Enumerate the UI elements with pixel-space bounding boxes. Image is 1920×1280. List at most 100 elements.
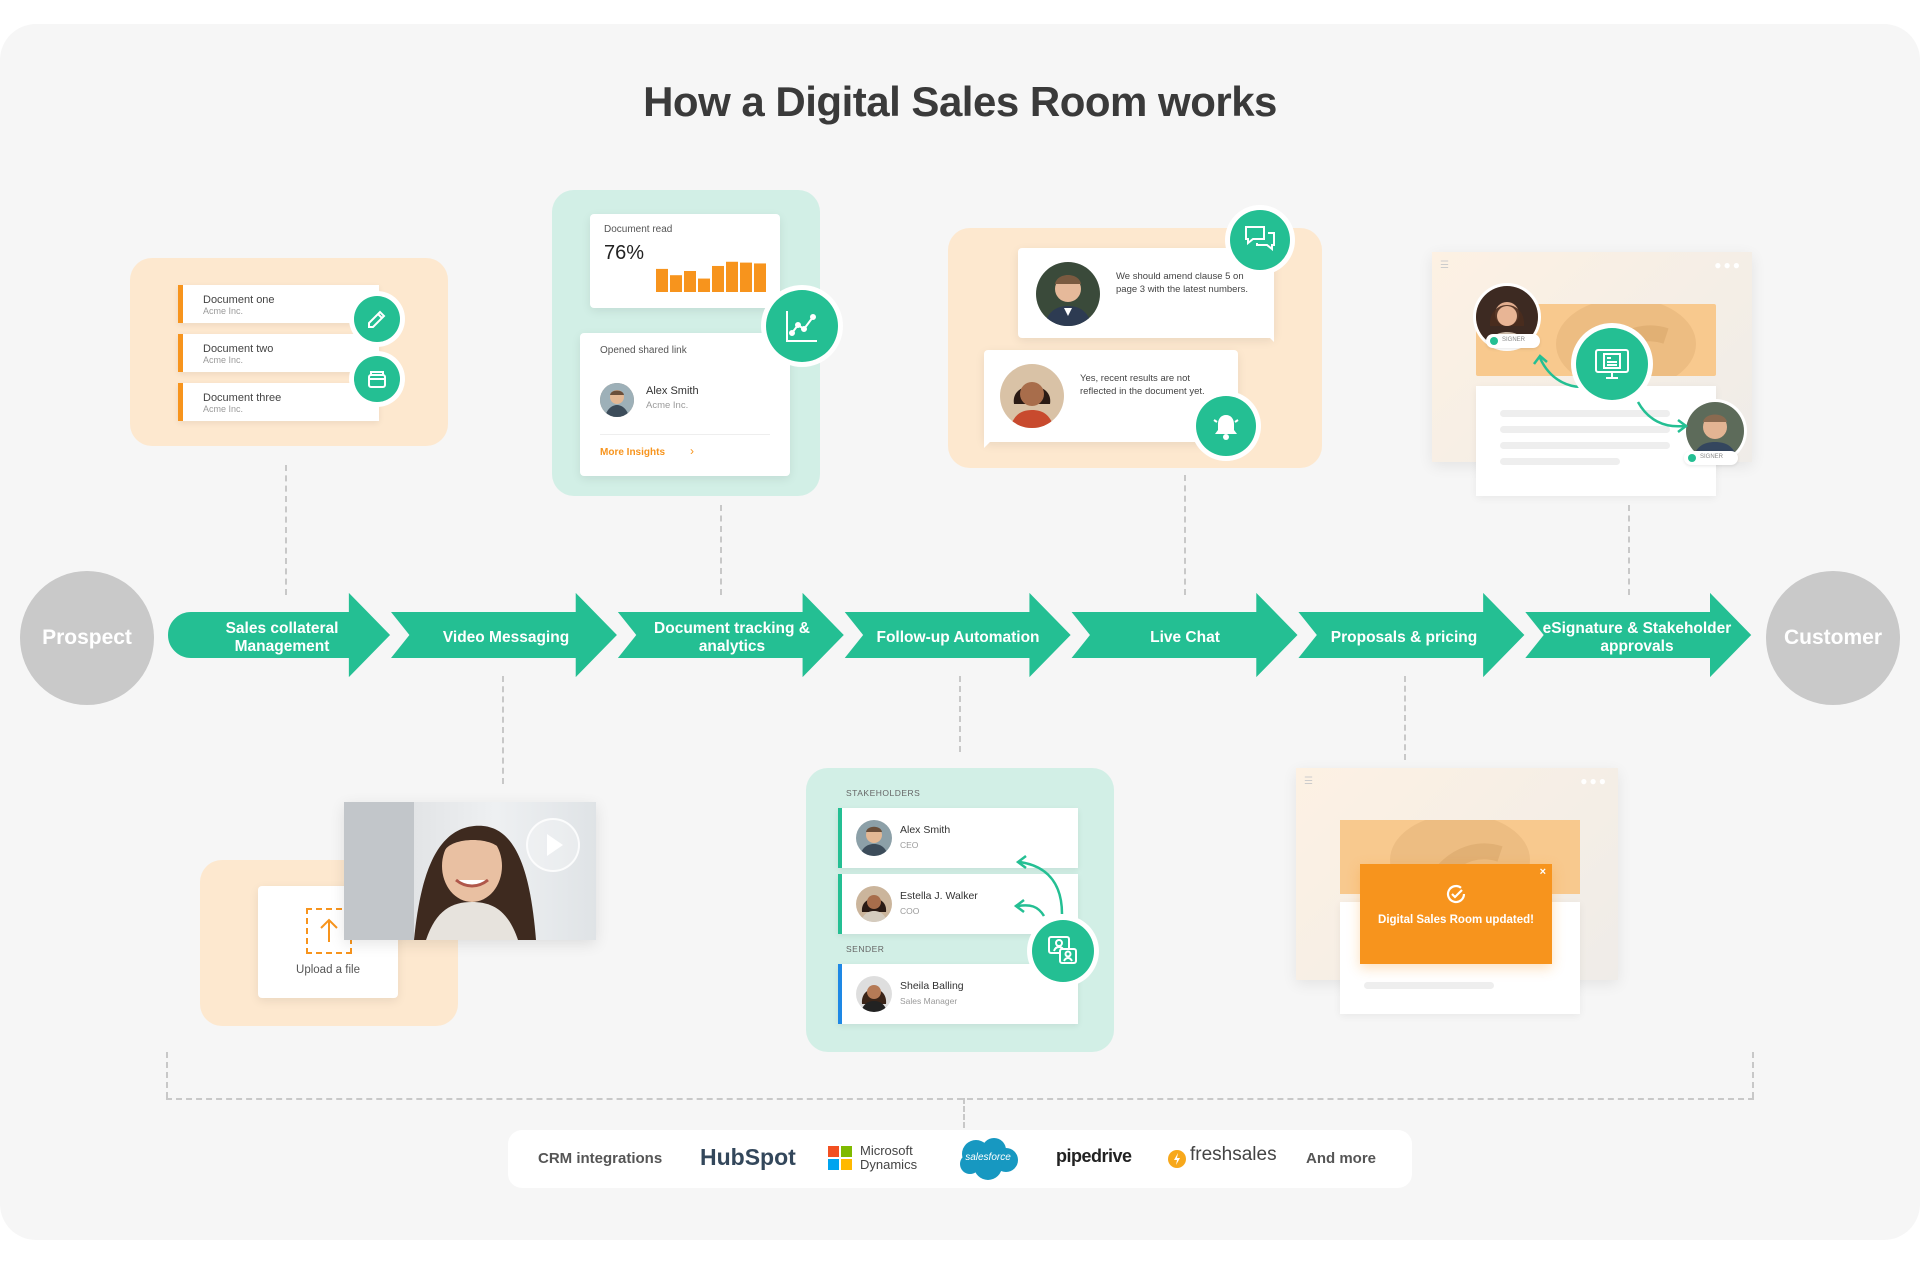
page-title: How a Digital Sales Room works xyxy=(643,78,1277,125)
sender-row[interactable]: Sheila Balling Sales Manager xyxy=(838,964,1078,1024)
menu-icon: ☰ xyxy=(1440,260,1449,271)
stage-document-tracking: Document tracking & analytics xyxy=(654,620,810,655)
document-read-value: 76% xyxy=(604,242,645,264)
microsoft-logo-icon xyxy=(828,1146,852,1170)
more-insights-link[interactable]: More Insights xyxy=(600,447,666,458)
stage-esignature: eSignature & Stakeholder approvals xyxy=(1542,620,1732,655)
menu-icon: ☰ xyxy=(1304,776,1313,787)
connector-video xyxy=(502,676,504,784)
stage-proposals: Proposals & pricing xyxy=(1330,629,1478,646)
bell-icon xyxy=(1196,396,1256,456)
bubble-tail xyxy=(1262,330,1274,342)
document-row[interactable]: Document two Acme Inc. xyxy=(178,334,379,372)
chat-message-text: We should amend clause 5 on page 3 with … xyxy=(1116,271,1249,295)
chat-message-1: We should amend clause 5 on page 3 with … xyxy=(1018,248,1274,338)
and-more-label: And more xyxy=(1306,1150,1377,1167)
prospect-endpoint: Prospect xyxy=(20,571,154,705)
stakeholder-name: Estella J. Walker xyxy=(900,890,978,902)
crm-integrations-bar: CRM integrations HubSpot Microsoft Dynam… xyxy=(508,1130,1412,1188)
stakeholder-row[interactable]: Alex Smith CEO xyxy=(838,808,1078,868)
crm-bracket-left xyxy=(166,1052,168,1098)
stage-arrow xyxy=(164,583,396,687)
read-bar xyxy=(754,263,766,292)
document-name: Document two xyxy=(203,343,274,355)
crm-label: CRM integrations xyxy=(538,1150,663,1167)
upload-label: Upload a file xyxy=(296,964,360,976)
hubspot-logo: HubSpot xyxy=(700,1144,796,1170)
window-dots-icon: ●●● xyxy=(1714,258,1742,272)
connector-proposals xyxy=(1404,676,1406,760)
arrow-curve-icon xyxy=(1636,401,1689,433)
process-flow xyxy=(164,583,1757,687)
stage-arrow xyxy=(382,583,623,687)
document-name: Document three xyxy=(203,392,282,404)
avatar xyxy=(1036,262,1100,326)
connector-chat xyxy=(1184,475,1186,595)
stakeholder-role: COO xyxy=(900,906,920,916)
read-bar xyxy=(712,265,724,292)
bubble-tail xyxy=(984,436,996,448)
document-read-label: Document read xyxy=(604,224,673,235)
read-bar xyxy=(684,271,696,292)
document-company: Acme Inc. xyxy=(203,355,244,365)
people-chat-icon xyxy=(1032,920,1094,982)
stakeholder-name: Alex Smith xyxy=(900,824,951,836)
sender-header: SENDER xyxy=(846,944,885,954)
read-bar xyxy=(726,261,738,292)
document-row[interactable]: Document three Acme Inc. xyxy=(178,383,379,421)
document-name: Document one xyxy=(203,294,275,306)
stage-arrow xyxy=(1290,583,1530,687)
avatar xyxy=(856,820,892,856)
chevron-right-icon[interactable]: › xyxy=(690,444,694,458)
document-read-card: Document read 76% xyxy=(590,214,780,308)
stage-arrow xyxy=(1063,583,1304,687)
stage-live-chat: Live Chat xyxy=(1150,629,1220,646)
freshsales-logo-icon xyxy=(1168,1150,1186,1168)
stakeholder-row[interactable]: Estella J. Walker COO xyxy=(838,874,1078,934)
document-row[interactable]: Document one Acme Inc. xyxy=(178,285,379,323)
avatar xyxy=(1686,402,1744,460)
update-notification: × Digital Sales Room updated! xyxy=(1360,864,1552,964)
avatar xyxy=(856,976,892,1012)
arrow-curve-icon xyxy=(1015,855,1064,915)
signer-badge: SIGNER xyxy=(1486,334,1540,348)
stage-arrow xyxy=(609,583,850,687)
shared-link-label: Opened shared link xyxy=(600,345,687,356)
stakeholders-header: STAKEHOLDERS xyxy=(846,788,921,798)
video-thumbnail[interactable] xyxy=(344,802,596,940)
pipedrive-logo: pipedrive xyxy=(1056,1146,1132,1166)
line-chart-icon xyxy=(766,290,838,362)
stage-sales-collateral: Sales collateral Management xyxy=(225,620,339,655)
check-circle-icon xyxy=(1444,882,1468,911)
play-icon[interactable] xyxy=(526,818,580,872)
stage-follow-up: Follow-up Automation xyxy=(876,629,1040,646)
crm-bracket-stem xyxy=(963,1098,965,1128)
chat-message-text: Yes, recent results are not reflected in… xyxy=(1080,373,1205,397)
edit-icon xyxy=(354,296,400,342)
connector-tracking xyxy=(720,505,722,595)
read-bar xyxy=(698,278,710,292)
crm-bracket-right xyxy=(1752,1052,1754,1098)
person-company: Acme Inc. xyxy=(646,400,689,411)
sender-name: Sheila Balling xyxy=(900,980,964,992)
close-icon[interactable]: × xyxy=(1539,866,1546,878)
folder-icon xyxy=(354,356,400,402)
document-page xyxy=(1476,386,1716,496)
crm-bracket-bottom xyxy=(166,1098,1754,1100)
stage-arrow xyxy=(1516,583,1757,687)
arrow-curve-icon xyxy=(1013,899,1046,917)
sender-role: Sales Manager xyxy=(900,996,958,1006)
read-bar-chart xyxy=(656,261,766,292)
stage-video-messaging: Video Messaging xyxy=(442,629,570,646)
avatar xyxy=(600,383,634,417)
freshsales-logo: freshsales xyxy=(1190,1144,1277,1165)
avatar xyxy=(1000,364,1064,428)
chat-message-2: Yes, recent results are not reflected in… xyxy=(984,350,1238,442)
shared-link-card: Opened shared link Alex Smith Acme Inc. … xyxy=(580,333,790,476)
person-name: Alex Smith xyxy=(646,385,699,397)
customer-endpoint: Customer xyxy=(1766,571,1900,705)
stage-arrow xyxy=(836,583,1077,687)
connector-esignature xyxy=(1628,505,1630,595)
signer-badge: SIGNER xyxy=(1684,451,1738,465)
window-dots-icon: ●●● xyxy=(1580,774,1608,788)
